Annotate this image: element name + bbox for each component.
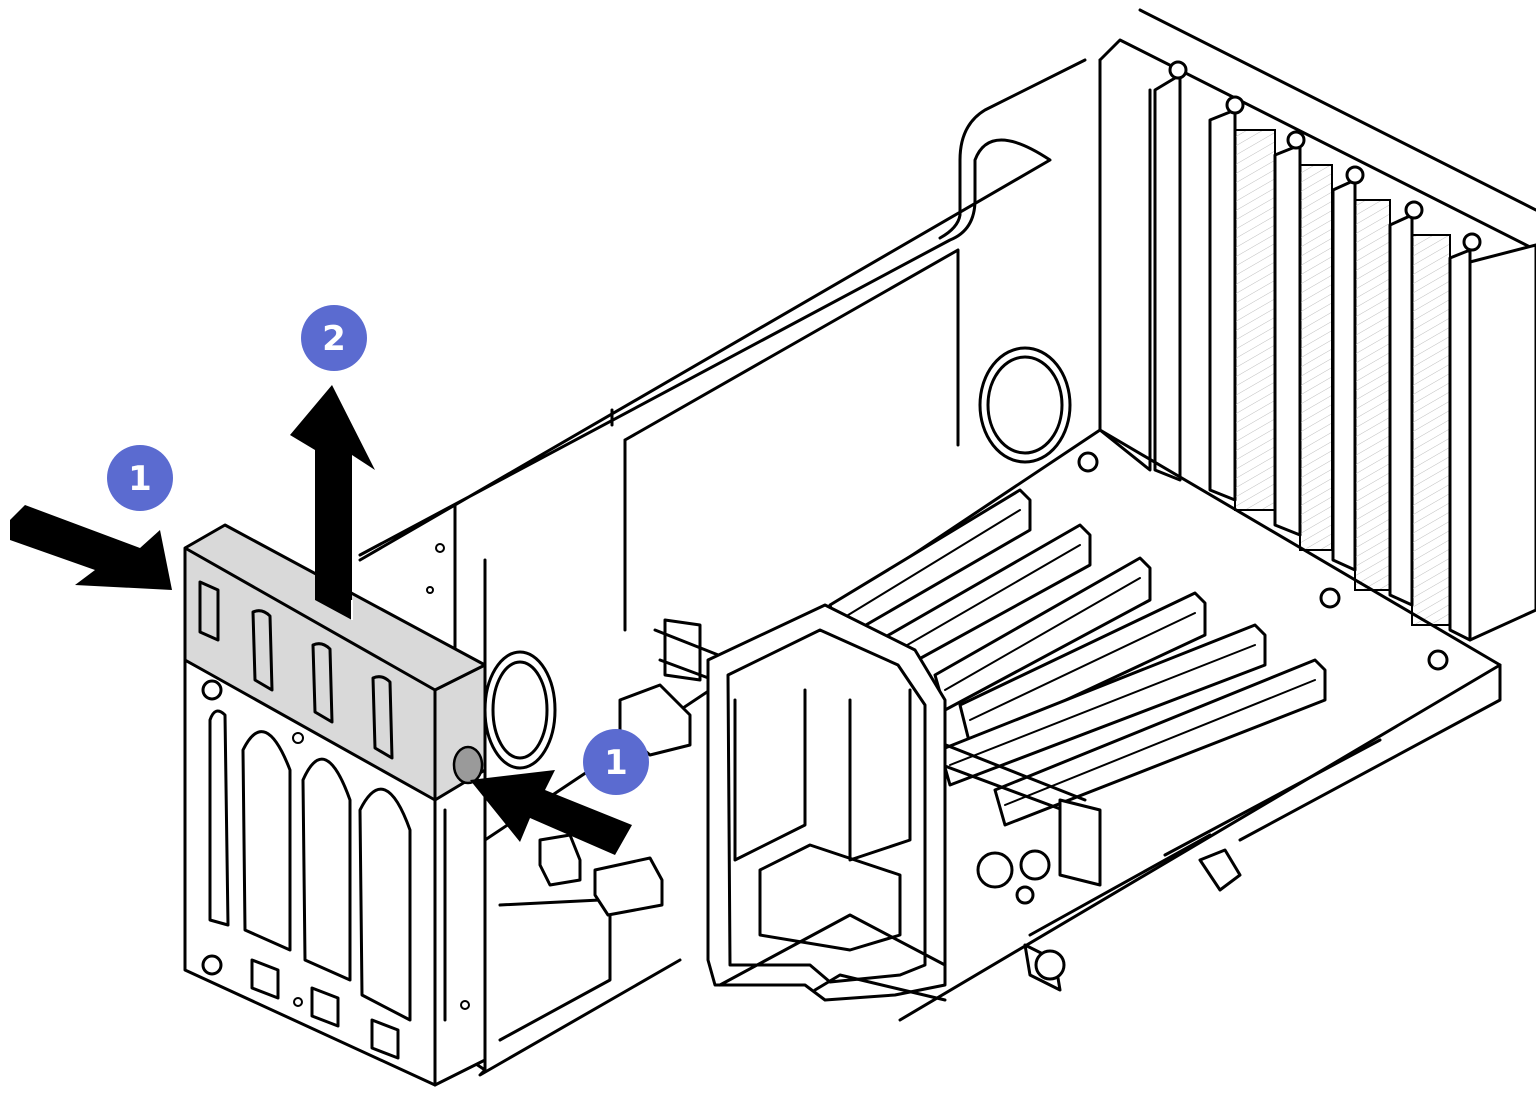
holder-latch (976, 798, 1102, 981)
callout-step-2: 2 (301, 305, 367, 371)
callout-step-1-right: 1 (583, 729, 649, 795)
gpu-holder-frame (653, 603, 1092, 1002)
pcie-slot-6 (993, 658, 1327, 827)
callout-label: 1 (604, 743, 628, 783)
callout-label: 1 (128, 459, 152, 499)
slot-cover-6 (1448, 243, 1536, 642)
lift-arrow-icon (290, 385, 375, 620)
cage-side-wall (358, 58, 1087, 770)
rear-bracket (1098, 8, 1536, 642)
bracket-screws (1168, 60, 1482, 252)
bracket-latch (183, 523, 487, 802)
slot-cover-3 (1273, 143, 1333, 551)
push-arrow-icon (10, 505, 172, 590)
slot-cover-2 (1208, 108, 1276, 511)
slot-cover-5 (1388, 213, 1451, 626)
push-arrow-icon (470, 770, 632, 855)
pcie-slot-5 (938, 623, 1267, 787)
pcie-slots (828, 488, 1327, 827)
slot-cover-4 (1331, 178, 1391, 591)
callout-step-1-left: 1 (107, 445, 173, 511)
callout-label: 2 (322, 319, 346, 359)
slot-cover-1 (1153, 73, 1182, 482)
